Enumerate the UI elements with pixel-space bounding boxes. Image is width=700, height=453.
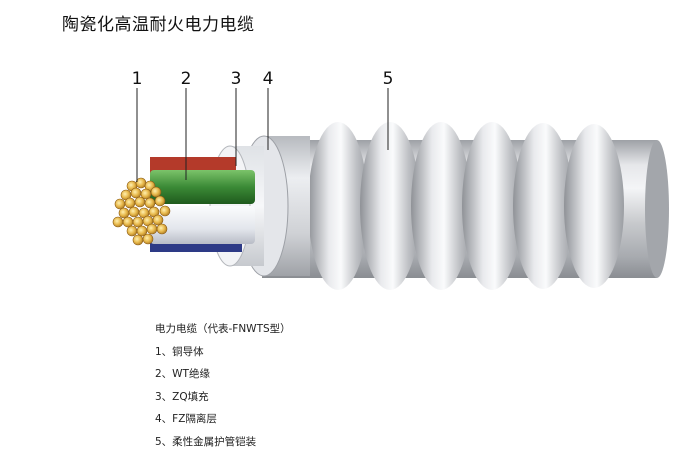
callout-3: 3 [231,69,242,89]
legend: 电力电缆（代表-FNWTS型） 1、铜导体 2、WT绝缘 3、ZQ填充 4、FZ… [155,318,291,453]
metal-armor [262,122,669,290]
legend-heading: 电力电缆（代表-FNWTS型） [155,318,291,341]
legend-item-4: 4、FZ隔离层 [155,408,291,431]
callout-1: 1 [132,69,143,89]
legend-item-1: 1、铜导体 [155,341,291,364]
legend-item-3: 3、ZQ填充 [155,386,291,409]
callout-2: 2 [181,69,192,89]
legend-item-2: 2、WT绝缘 [155,363,291,386]
callout-5: 5 [383,69,394,89]
callout-4: 4 [263,69,274,89]
legend-item-5: 5、柔性金属护管铠装 [155,431,291,453]
